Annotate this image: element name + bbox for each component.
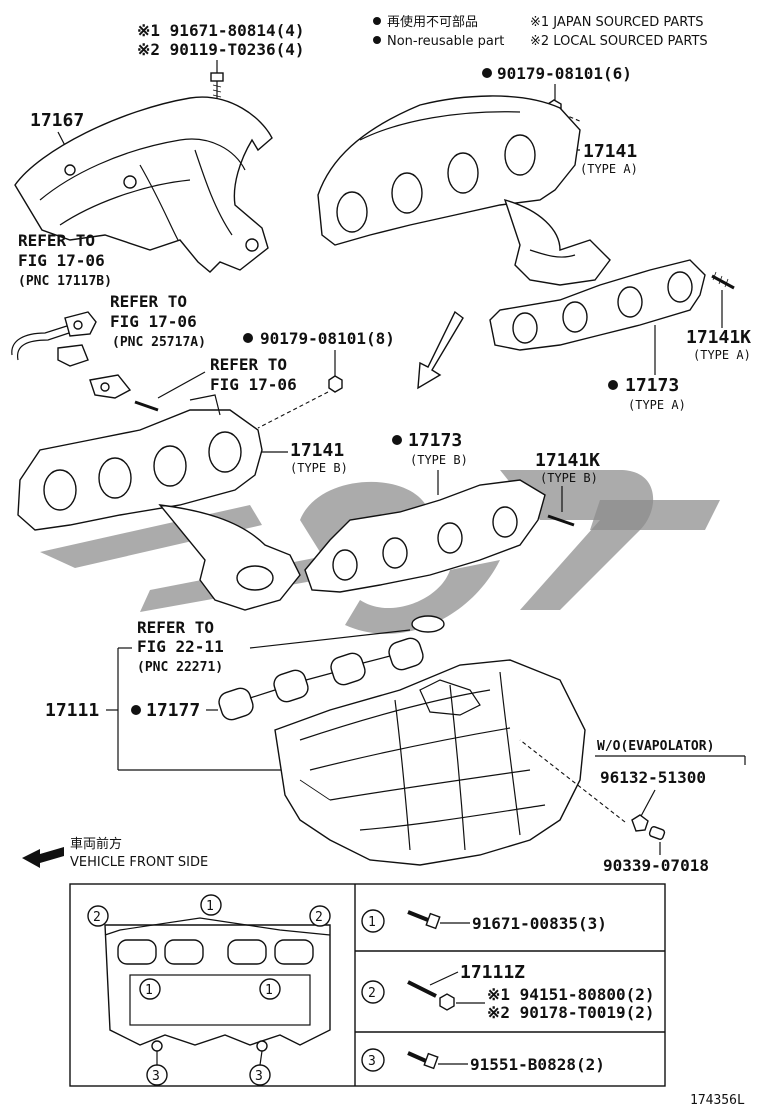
callout-part-90339: 90339-07018: [603, 856, 709, 875]
nonreusable-dot-icon: [608, 380, 618, 390]
callout-part-96132: 96132-51300: [600, 768, 706, 787]
svg-text:3: 3: [152, 1069, 160, 1084]
gasket-type-a-part: [489, 259, 706, 351]
nut-icon: [439, 993, 455, 1011]
direction-label-en: VEHICLE FRONT SIDE: [70, 855, 208, 870]
legend-japan-sourced: ※1 JAPAN SOURCED PARTS: [530, 15, 704, 30]
vehicle-front-arrow-icon: [22, 847, 64, 868]
marker-3-right: 3: [249, 1050, 271, 1086]
heat-insulator-part: [14, 96, 273, 273]
ref2-line2: FIG 17-06: [110, 312, 197, 331]
row3-part-number: 91551-B0828(2): [470, 1055, 605, 1074]
plug-icon: [631, 814, 666, 840]
callout-manifold-b-type: (TYPE B): [290, 461, 348, 475]
egr-pipe-part: [11, 311, 132, 399]
svg-text:1: 1: [265, 983, 273, 998]
ref3-line2: FIG 17-06: [210, 375, 297, 394]
callout-manifold-a: 17141: [583, 141, 637, 162]
marker-2-left: 2: [87, 905, 109, 927]
legend: 再使用不可部品 Non-reusable part ※1 JAPAN SOURC…: [373, 14, 708, 49]
bolt-location-schematic: [104, 917, 331, 1052]
legend-local-sourced: ※2 LOCAL SOURCED PARTS: [530, 34, 708, 49]
callout-manifold-a-type: (TYPE A): [580, 162, 638, 176]
ref4-line2: FIG 22-11: [137, 637, 224, 656]
row2-part-1: ※1 94151-80800(2): [487, 985, 655, 1004]
assembly-direction-arrow: [417, 310, 464, 390]
marker-1-top: 1: [200, 894, 222, 916]
svg-text:1: 1: [145, 983, 153, 998]
nonreusable-dot-icon: [373, 36, 381, 44]
ref4-line3: (PNC 22271): [137, 660, 223, 675]
flange-bolt-icon: [407, 910, 441, 930]
nonreusable-dot-icon: [373, 17, 381, 25]
intake-manifold-part: [274, 659, 586, 866]
ref2-line3: (PNC 25717A): [112, 335, 206, 350]
ref1-line3: (PNC 17117B): [18, 274, 112, 289]
callout-intake-manifold: 17111: [45, 700, 99, 721]
ring-gasket-icon: [411, 615, 445, 633]
callout-intake-gasket: 17177: [146, 700, 200, 721]
nonreusable-dot-icon: [243, 333, 253, 343]
callout-stud-a: 17141K: [686, 327, 751, 348]
nonreusable-dot-icon: [131, 705, 141, 715]
nonreusable-dot-icon: [392, 435, 402, 445]
ref3-line1: REFER TO: [210, 355, 287, 374]
stud-type-b-icon: [547, 514, 575, 527]
callout-gasket-b-type: (TYPE B): [410, 453, 468, 467]
ref2-line1: REFER TO: [110, 292, 187, 311]
row2-header: 17111Z: [460, 962, 525, 983]
callout-insulator: 17167: [30, 110, 84, 131]
callout-nut-mid: 90179-08101(8): [260, 329, 395, 348]
callout-bolt-top-2: ※2 90119-T0236(4): [137, 40, 305, 59]
gasket-type-b-part: [304, 479, 546, 593]
stud-bolt-icon: [134, 400, 159, 412]
exhaust-manifold-type-b-part: [17, 394, 301, 611]
svg-text:3: 3: [368, 1054, 376, 1069]
callout-stud-a-type: (TYPE A): [693, 348, 751, 362]
row1-part-number: 91671-00835(3): [472, 914, 607, 933]
legend-nonreusable-jp: 再使用不可部品: [387, 14, 478, 30]
table-row-3: 3 91551-B0828(2): [361, 1048, 605, 1074]
svg-text:2: 2: [315, 910, 323, 925]
table-row-1: 1 91671-00835(3): [361, 909, 607, 933]
svg-text:2: 2: [368, 986, 376, 1001]
callout-manifold-b: 17141: [290, 440, 344, 461]
ref1-line1: REFER TO: [18, 231, 95, 250]
nut-icon: [328, 375, 343, 393]
callout-nut-top: 90179-08101(6): [497, 64, 632, 83]
marker-3-left: 3: [146, 1051, 168, 1086]
row2-part-2: ※2 90178-T0019(2): [487, 1003, 655, 1022]
direction-label-jp: 車両前方: [70, 836, 122, 852]
intake-gasket-part: [218, 637, 424, 721]
callout-gasket-a-type: (TYPE A): [628, 398, 686, 412]
callout-gasket-b: 17173: [408, 430, 462, 451]
svg-text:3: 3: [255, 1069, 263, 1084]
ref4-line1: REFER TO: [137, 618, 214, 637]
callout-gasket-a: 17173: [625, 375, 679, 396]
nonreusable-dot-icon: [482, 68, 492, 78]
stud-type-a-icon: [711, 271, 735, 290]
callout-bolt-top-1: ※1 91671-80814(4): [137, 21, 305, 40]
fastener-table: 1 1 1 2 2 3 3 1: [69, 883, 666, 1087]
svg-text:2: 2: [93, 910, 101, 925]
svg-text:1: 1: [206, 899, 214, 914]
marker-1-right: 1: [259, 978, 281, 1000]
callout-stud-b-type: (TYPE B): [540, 471, 598, 485]
exhaust-manifold-type-a-part: [317, 95, 611, 286]
bolt-icon: [407, 1051, 439, 1070]
callout-wo-evap: W/O(EVAPOLATOR): [597, 739, 714, 754]
marker-2-right: 2: [309, 905, 331, 927]
figure-code: 174356L: [690, 1093, 745, 1108]
svg-text:1: 1: [368, 915, 376, 930]
legend-nonreusable-en: Non-reusable part: [387, 34, 504, 49]
table-row-2: 2 17111Z ※1 94151-80800(2) ※2 90178-T001…: [361, 962, 655, 1022]
callout-stud-b: 17141K: [535, 450, 600, 471]
bolt-icon: [210, 72, 224, 100]
stud-bolt-icon: [407, 980, 437, 998]
marker-1-left: 1: [139, 978, 161, 1000]
ref1-line2: FIG 17-06: [18, 251, 105, 270]
